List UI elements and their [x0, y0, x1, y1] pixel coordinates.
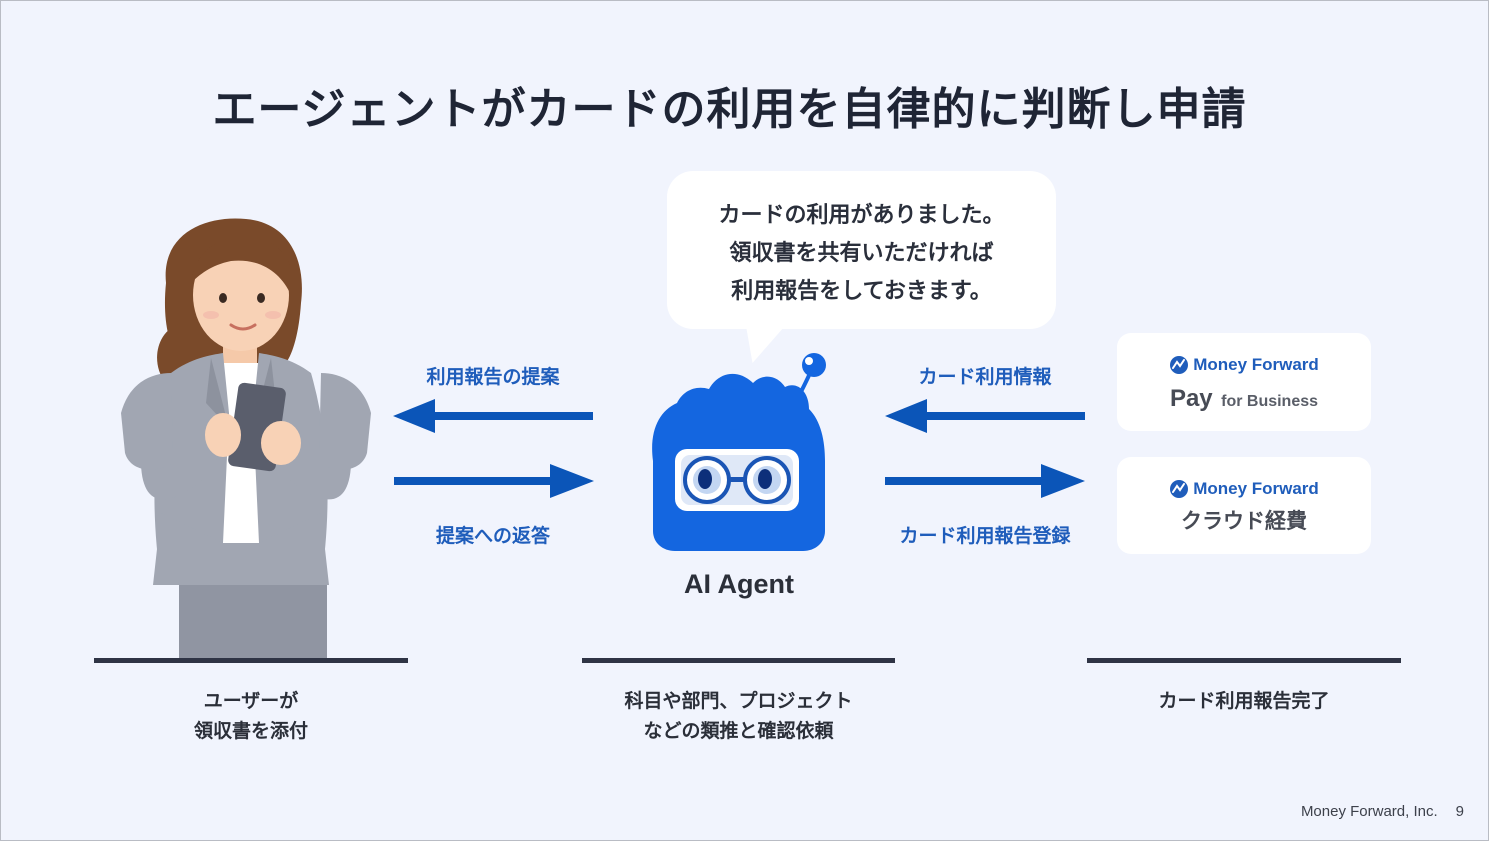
caption-left-line-2: 領収書を添付: [193, 720, 308, 742]
money-forward-logo: Money Forward: [1117, 355, 1371, 375]
caption-right-line-1: カード利用報告完了: [1158, 690, 1330, 712]
money-forward-logo: Money Forward: [1117, 479, 1371, 499]
service-card-expense: Money Forward クラウド経費: [1117, 457, 1371, 554]
money-forward-mark-icon: [1170, 356, 1189, 374]
service-name-pay: Pay for Business: [1117, 385, 1371, 413]
speech-line-2: 領収書を共有いただければ: [729, 241, 994, 266]
divider-right: [1087, 658, 1401, 663]
ai-agent-icon: [652, 353, 826, 551]
arrow-right-icon: [394, 464, 594, 498]
speech-bubble: カードの利用がありました。 領収書を共有いただければ 利用報告をしておきます。: [667, 171, 1056, 329]
arrow-label-right-top: カード利用情報: [918, 366, 1052, 388]
caption-center: 科目や部門、プロジェクト などの類推と確認依頼: [582, 686, 895, 746]
arrow-left-icon: [885, 399, 1085, 433]
divider-center: [582, 658, 895, 663]
service-name-expense: クラウド経費: [1181, 509, 1307, 533]
footer-company: Money Forward, Inc.: [1300, 803, 1438, 820]
speech-line-3: 利用報告をしておきます。: [731, 279, 992, 304]
brand-name: Money Forward: [1193, 355, 1319, 374]
service-card-pay: Money Forward Pay for Business: [1117, 333, 1371, 431]
caption-right: カード利用報告完了: [1087, 686, 1401, 716]
arrow-label-left-top: 利用報告の提案: [426, 366, 560, 388]
caption-center-line-2: などの類推と確認依頼: [643, 720, 834, 742]
speech-line-1: カードの利用がありました。: [718, 203, 1005, 228]
arrow-right-icon: [885, 464, 1085, 498]
caption-left: ユーザーが 領収書を添付: [94, 686, 408, 746]
divider-left: [94, 658, 408, 663]
slide-title: エージェントがカードの利用を自律的に判断し申請: [212, 84, 1247, 135]
user-illustration: [121, 218, 371, 661]
footer: Money Forward, Inc. 9: [1301, 803, 1464, 820]
money-forward-mark-icon: [1170, 480, 1189, 498]
brand-name: Money Forward: [1193, 479, 1319, 498]
caption-center-line-1: 科目や部門、プロジェクト: [624, 690, 853, 712]
product-subname: for Business: [1221, 393, 1319, 410]
agent-name: AI Agent: [684, 569, 794, 599]
speech-bubble-text: カードの利用がありました。 領収書を共有いただければ 利用報告をしておきます。: [667, 197, 1056, 311]
product-name: Pay: [1169, 385, 1213, 412]
arrow-label-right-bottom: カード利用報告登録: [899, 525, 1071, 547]
arrow-left-icon: [393, 399, 593, 433]
caption-left-line-1: ユーザーが: [203, 690, 299, 712]
arrow-label-left-bottom: 提案への返答: [435, 525, 550, 547]
page-number: 9: [1455, 803, 1464, 820]
